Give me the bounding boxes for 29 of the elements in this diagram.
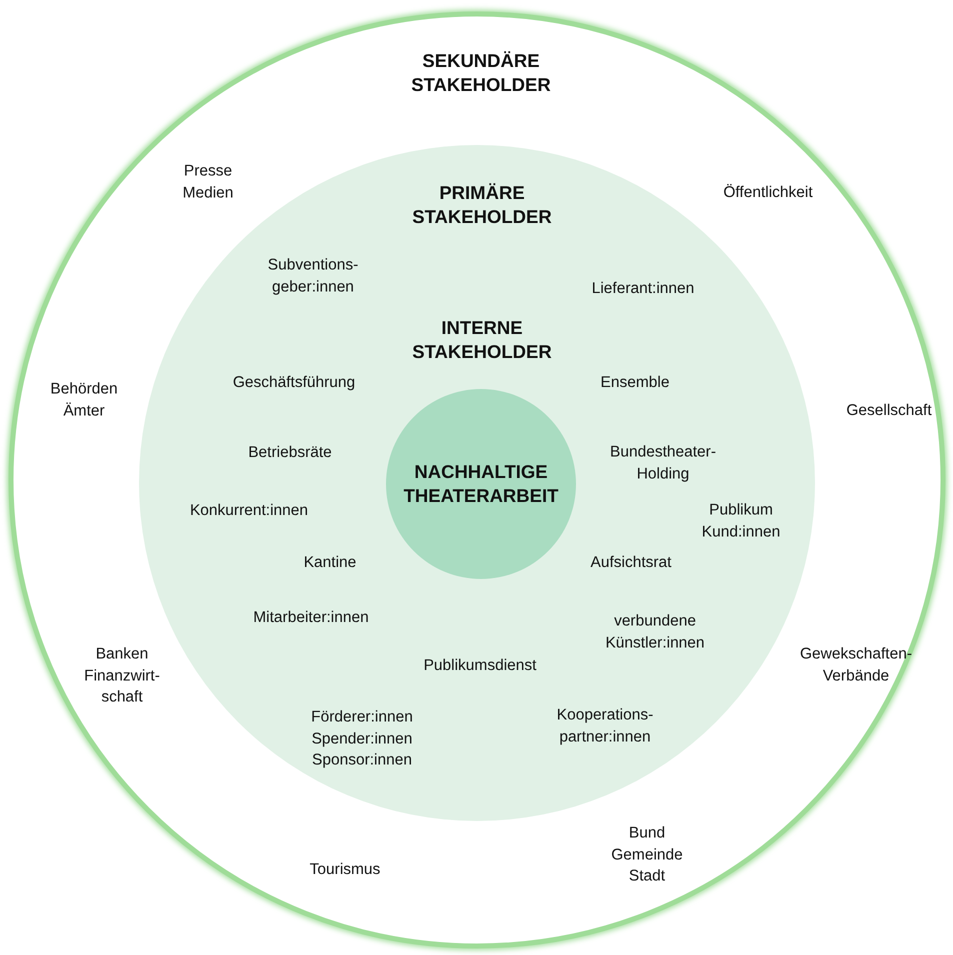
stakeholder-label: Bundestheater- Holding xyxy=(610,442,716,484)
stakeholder-label: Behörden Ämter xyxy=(50,379,118,421)
stakeholder-label: Gewekschaften- Verbände xyxy=(800,644,912,686)
stakeholder-label: Gesellschaft xyxy=(846,401,932,422)
stakeholder-label: Aufsichtsrat xyxy=(590,553,672,574)
stakeholder-label: verbundene Künstler:innen xyxy=(605,611,705,653)
section-heading: INTERNE STAKEHOLDER xyxy=(412,316,552,364)
stakeholder-label: Öffentlichkeit xyxy=(723,183,813,204)
center-circle xyxy=(386,389,576,579)
stakeholder-label: Lieferant:innen xyxy=(592,279,694,300)
stakeholder-label: Mitarbeiter:innen xyxy=(253,608,369,628)
stakeholder-label: Kantine xyxy=(304,553,356,574)
outer-ring-circle xyxy=(7,10,947,950)
stakeholder-label: Förderer:innen Spender:innen Sponsor:innen xyxy=(311,707,413,771)
stakeholder-label: Presse Medien xyxy=(182,161,234,203)
stakeholder-label: Ensemble xyxy=(600,373,670,394)
stakeholder-label: Kooperations- partner:innen xyxy=(556,705,654,747)
stakeholder-label: Publikum Kund:innen xyxy=(702,500,780,542)
stakeholder-label: Bund Gemeinde Stadt xyxy=(611,823,683,887)
section-heading: SEKUNDÄRE STAKEHOLDER xyxy=(411,48,551,97)
section-heading: PRIMÄRE STAKEHOLDER xyxy=(412,180,552,229)
stakeholder-label: Konkurrent:innen xyxy=(190,501,308,522)
stakeholder-label: Publikumsdienst xyxy=(424,656,536,676)
stakeholder-label: Geschäftsführung xyxy=(232,373,356,394)
stakeholder-label: Banken Finanzwirt- schaft xyxy=(84,644,160,708)
stakeholder-label: Tourismus xyxy=(310,860,380,880)
section-heading: NACHHALTIGE THEATERARBEIT xyxy=(404,460,558,508)
stakeholder-label: Betriebsräte xyxy=(248,443,332,464)
stakeholder-label: Subventions- geber:innen xyxy=(268,255,358,297)
